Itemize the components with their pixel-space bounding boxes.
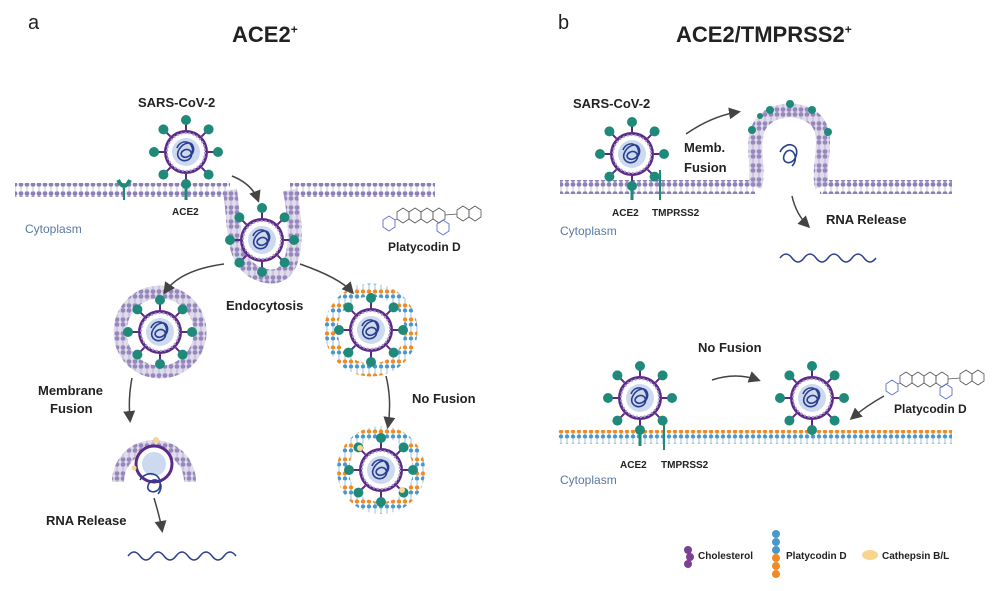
panel-b-cytoplasm-label-bottom: Cytoplasm [560, 473, 617, 487]
virus-sars-cov-2-b-bottom-1 [602, 360, 678, 436]
legend-cholesterol-label: Cholesterol [698, 551, 754, 562]
platycodin-d-structure-a [382, 205, 482, 236]
endosome-right-platycodin [324, 283, 418, 377]
virus-sars-cov-2-b-top [594, 116, 670, 192]
panel-b-bottom-membrane [558, 430, 952, 444]
fusing-endosome [112, 437, 196, 495]
panel-b-rna-release-label: RNA Release [826, 212, 907, 227]
endosome-left [113, 285, 207, 379]
panel-a-platycodin-label: Platycodin D [388, 240, 461, 254]
panel-a-title: ACE2+ [232, 22, 298, 47]
panel-b-cytoplasm-label-top: Cytoplasm [560, 224, 617, 238]
panel-b-platycodin-label: Platycodin D [894, 402, 967, 416]
legend-cholesterol-icon [684, 546, 694, 568]
endocytosis-label: Endocytosis [226, 298, 304, 313]
panel-a-cytoplasm-label: Cytoplasm [25, 222, 82, 236]
legend-platycodin-label: Platycodin D [786, 551, 847, 562]
panel-b-ace2-label-top: ACE2 [612, 208, 639, 219]
legend-cathepsin-label: Cathepsin B/L [882, 551, 950, 562]
rna-strand-b [779, 253, 877, 263]
panel-a-no-fusion-label: No Fusion [412, 391, 476, 406]
panel-b-tmprss2-label-bottom: TMPRSS2 [661, 460, 709, 471]
panel-b-letter: b [558, 12, 570, 34]
ace2-receptor-free [116, 179, 132, 200]
virus-sars-cov-2-a [148, 114, 224, 190]
panel-a-arrows [123, 175, 396, 533]
panel-a-ace2-label: ACE2 [172, 207, 199, 218]
legend-platycodin-icon [772, 530, 780, 578]
panel-b-top-membrane [560, 100, 952, 194]
membrane-fusion-label-line2: Fusion [50, 401, 93, 416]
legend-cathepsin-icon [862, 550, 878, 560]
panel-b-bottom-arrows [711, 371, 885, 420]
memb-fusion-label-line1: Memb. [684, 140, 726, 155]
panel-b-ace2-label-bottom: ACE2 [620, 460, 647, 471]
memb-fusion-label-line2: Fusion [684, 160, 727, 175]
panel-a-letter: a [28, 12, 40, 34]
panel-b-tmprss2-label-top: TMPRSS2 [652, 208, 700, 219]
platycodin-d-structure-b [885, 369, 985, 400]
panel-b-top-arrows [685, 107, 811, 229]
panel-b-no-fusion-label: No Fusion [698, 340, 762, 355]
panel-b-virus-label: SARS-CoV-2 [573, 96, 651, 111]
virus-sars-cov-2-b-bottom-2 [774, 360, 850, 436]
virus-endocytosed [224, 202, 300, 278]
membrane-fusion-label-line1: Membrane [38, 383, 104, 398]
rna-strand-a [127, 551, 237, 561]
panel-a-rna-release-label: RNA Release [46, 513, 127, 528]
panel-b-title: ACE2/TMPRSS2+ [676, 22, 852, 47]
panel-a-virus-label: SARS-CoV-2 [138, 95, 216, 110]
no-fusion-endosome [337, 426, 425, 514]
